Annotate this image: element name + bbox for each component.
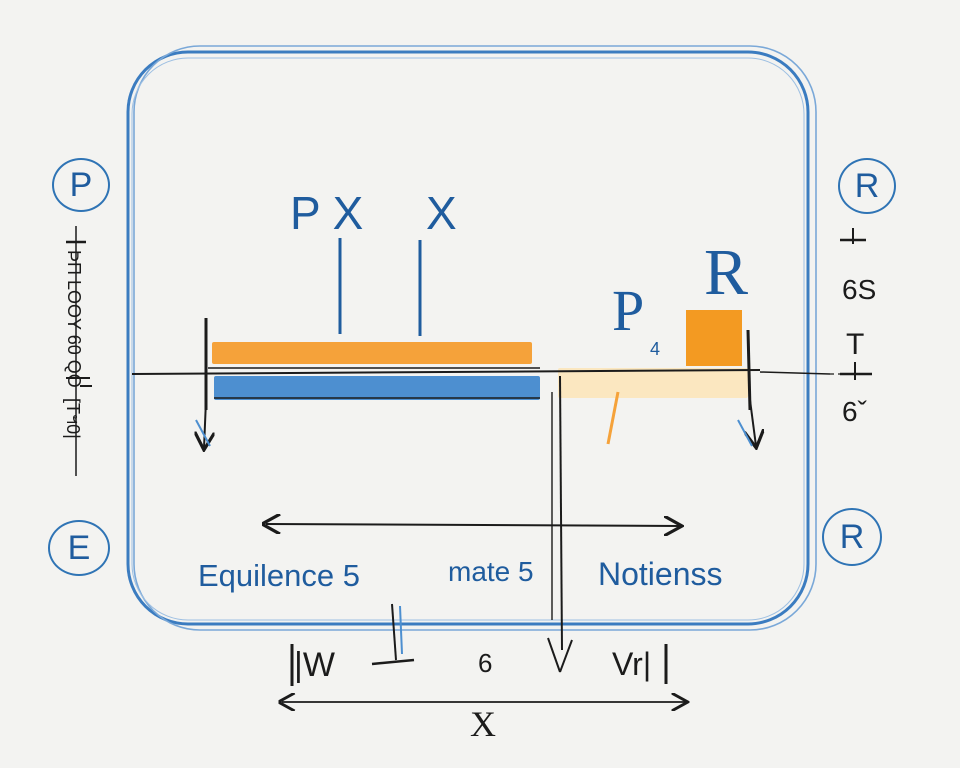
outer-frame <box>126 50 810 626</box>
corner-label-top-right: R <box>838 158 896 214</box>
base-mark-3 <box>371 658 415 666</box>
label-x: X <box>426 187 457 239</box>
main-horizontal-line <box>131 369 761 375</box>
left-arrow-2 <box>195 419 211 447</box>
bar-cream <box>558 368 748 398</box>
label-base-axis: X <box>470 704 496 744</box>
right-arrow <box>750 399 756 446</box>
label-base-right: Vr| <box>612 646 652 682</box>
block-orange <box>686 310 742 366</box>
right-arrow-2 <box>737 419 753 447</box>
corner-label-bottom-left: E <box>48 520 110 576</box>
label-r-block: R <box>704 236 749 309</box>
label-px: P X <box>290 187 364 239</box>
outer-frame-sketch-2 <box>131 57 805 621</box>
label-right-3: 6ˇ <box>842 396 867 427</box>
label-base-middle: 6 <box>478 648 493 678</box>
label-right-1: 6S <box>842 274 877 305</box>
label-left-bottom: [Tฯ0| <box>63 398 83 439</box>
base-mark-5 <box>559 639 573 673</box>
range-arrow <box>266 524 680 526</box>
label-mate: mate 5 <box>448 556 534 587</box>
label-p-subscript: 4 <box>650 339 661 359</box>
orange-stroke <box>606 391 620 445</box>
label-left-vertical: ÞΠ LOOY 60 QO <box>64 250 84 388</box>
corner-label-bottom-left-text: E <box>67 528 91 567</box>
main-horizontal-line-right <box>759 371 831 375</box>
base-mark-4 <box>547 637 561 673</box>
corner-label-top-left: P <box>52 158 110 212</box>
corner-label-bottom-right-text: R <box>839 517 865 556</box>
label-base-left: |W <box>294 646 335 684</box>
bar-orange <box>212 342 532 364</box>
right-end-marker <box>746 329 752 411</box>
corner-label-top-left-text: P <box>69 165 93 204</box>
label-notienss: Notienss <box>598 556 723 592</box>
label-equilence: Equilence 5 <box>198 558 361 593</box>
outer-frame-sketch <box>133 45 817 631</box>
base-mark-1 <box>391 603 397 661</box>
base-mark-2 <box>399 605 403 655</box>
vertical-divider <box>559 375 563 651</box>
corner-label-top-right-text: R <box>854 166 880 205</box>
label-p-block: P <box>612 278 645 343</box>
label-right-2: T <box>846 328 865 361</box>
corner-label-bottom-right: R <box>822 508 882 566</box>
left-arrow <box>204 399 206 448</box>
bar-blue <box>214 376 540 400</box>
